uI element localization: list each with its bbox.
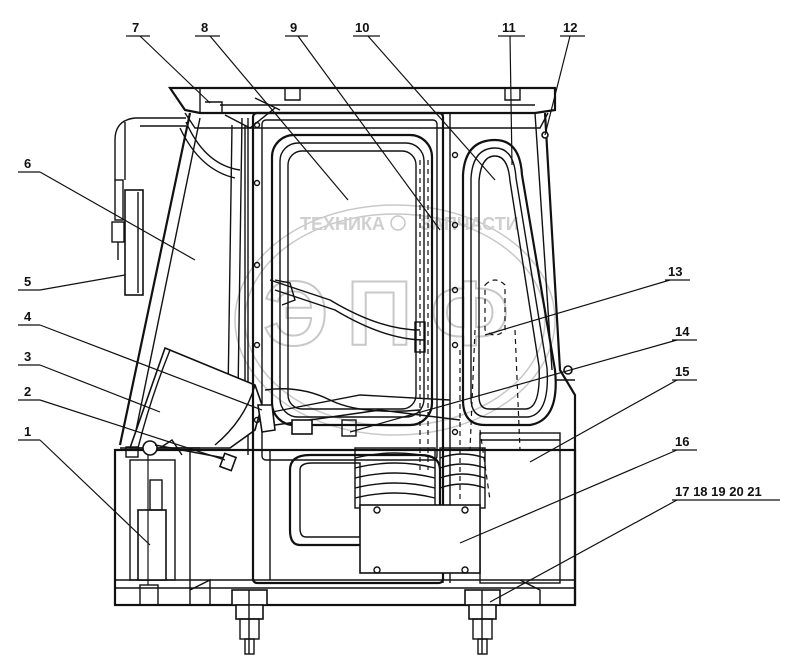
watermark-logo: ЭПФ [263, 263, 527, 365]
lower-body [113, 439, 577, 607]
callout-10: 10 [355, 20, 369, 35]
callout-3: 3 [24, 349, 31, 364]
watermark: ТЕХНИКА ЗАПЧАСТИ ЭПФ [234, 204, 556, 436]
callout-4: 4 [24, 309, 32, 324]
callout-11: 11 [502, 20, 516, 35]
callout-6: 6 [24, 156, 31, 171]
callout-16: 16 [675, 434, 689, 449]
callouts: 1 2 3 4 5 6 7 8 9 10 [18, 20, 780, 603]
callout-13: 13 [668, 264, 682, 279]
roof [167, 86, 557, 129]
callout-2: 2 [24, 384, 31, 399]
watermark-text-left: ТЕХНИКА [300, 214, 385, 234]
watermark-ring-outer [234, 204, 556, 436]
watermark-text-right: ЗАПЧАСТИ [420, 214, 519, 234]
callout-5: 5 [24, 274, 31, 289]
callout-8: 8 [201, 20, 208, 35]
callout-12: 12 [563, 20, 577, 35]
callout-7: 7 [132, 20, 139, 35]
callout-15: 15 [675, 364, 689, 379]
callout-9: 9 [290, 20, 297, 35]
mount-left [231, 589, 268, 655]
callout-14: 14 [675, 324, 690, 339]
callout-1: 1 [24, 424, 31, 439]
callout-17-21: 17 18 19 20 21 [675, 484, 762, 499]
right-box [359, 432, 561, 584]
rear-window [459, 112, 577, 605]
mounts [231, 589, 501, 655]
gear-icon [390, 215, 406, 231]
